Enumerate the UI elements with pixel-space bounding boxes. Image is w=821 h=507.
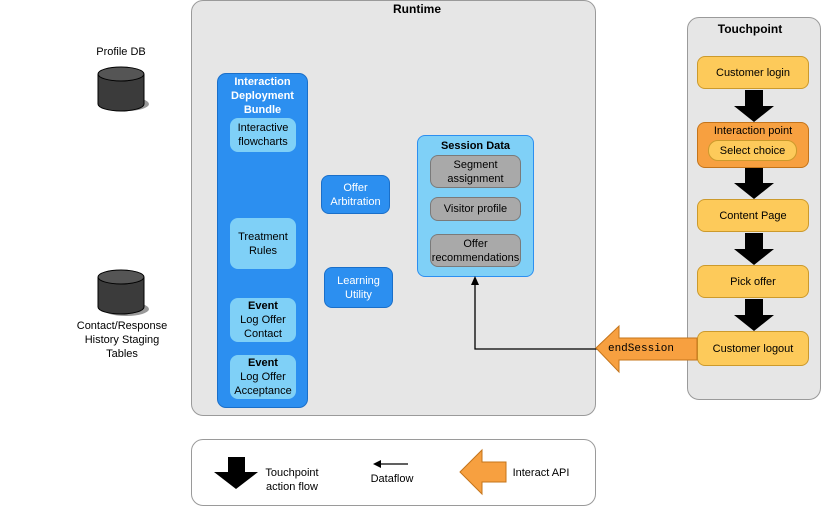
- pick-offer-box: Pick offer: [697, 265, 809, 298]
- event-log-offer-contact-box: Event Log Offer Contact: [229, 297, 297, 343]
- segment-assignment-box: Segment assignment: [430, 155, 521, 188]
- staging-tables-cylinder-icon: [97, 269, 149, 316]
- legend-panel: [191, 439, 596, 506]
- session-data-title: Session Data: [440, 140, 511, 152]
- visitor-profile-box: Visitor profile: [430, 197, 521, 221]
- offer-arbitration-box: Offer Arbitration: [321, 175, 390, 214]
- touchpoint-title: Touchpoint: [717, 22, 783, 36]
- interactive-flowcharts-box: Interactive flowcharts: [229, 117, 297, 153]
- staging-label: Contact/Response History Staging Tables: [76, 320, 168, 360]
- bundle-title: Interaction Deployment Bundle: [231, 76, 294, 116]
- profile-db-cylinder-icon: [97, 66, 149, 112]
- customer-logout-box: Customer logout: [697, 331, 809, 366]
- treatment-rules-box: Treatment Rules: [229, 217, 297, 270]
- select-choice-box: Select choice: [708, 140, 797, 161]
- runtime-title: Runtime: [393, 2, 441, 16]
- event-log-offer-acceptance-box: Event Log Offer Acceptance: [229, 354, 297, 400]
- interaction-point-label: Interaction point: [713, 125, 793, 137]
- content-page-box: Content Page: [697, 199, 809, 232]
- endsession-label: endSession: [607, 343, 674, 355]
- legend-action-flow-label: Touchpoint action flow: [265, 467, 319, 493]
- offer-recommendations-box: Offer recommendations: [430, 234, 521, 267]
- legend-api-label: Interact API: [512, 467, 570, 479]
- profile-db-label: Profile DB: [96, 46, 146, 58]
- learning-utility-box: Learning Utility: [324, 267, 393, 308]
- customer-login-box: Customer login: [697, 56, 809, 89]
- legend-dataflow-label: Dataflow: [370, 473, 414, 485]
